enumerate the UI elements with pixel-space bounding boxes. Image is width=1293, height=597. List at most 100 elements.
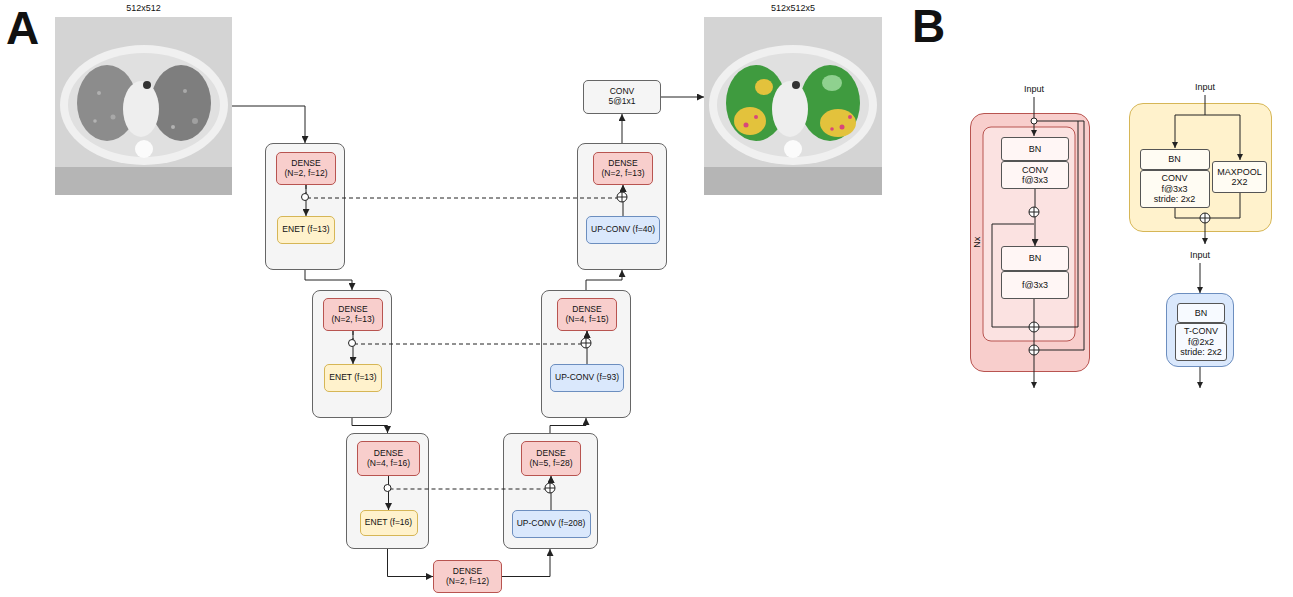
input-label: Input bbox=[1175, 82, 1235, 92]
connector bbox=[586, 270, 622, 290]
layer-text: CONV bbox=[1022, 165, 1048, 175]
layer-text: BN bbox=[1168, 154, 1181, 164]
block-text: DENSE bbox=[536, 449, 565, 459]
ct-speck bbox=[183, 89, 187, 93]
segment-patch bbox=[734, 107, 766, 135]
layer-text: T-CONV bbox=[1184, 326, 1218, 336]
ct-muscle bbox=[68, 53, 220, 157]
input-wire bbox=[1200, 263, 1201, 293]
ct-speck bbox=[111, 115, 116, 120]
block-text: CONV bbox=[610, 87, 635, 97]
skip-connection bbox=[353, 331, 587, 344]
block-text: ENET (f=16) bbox=[365, 518, 412, 528]
input-wire bbox=[1175, 115, 1176, 148]
segment-dot bbox=[830, 127, 834, 131]
repeat-label: Nx bbox=[972, 237, 982, 248]
block-text: DENSE bbox=[453, 567, 482, 577]
layer-box: MAXPOOL2X2 bbox=[1212, 161, 1267, 193]
segment-patch bbox=[755, 79, 773, 95]
ct-table bbox=[55, 167, 232, 195]
block-text: (N=5, f=28) bbox=[530, 459, 573, 469]
connector bbox=[622, 114, 623, 143]
block-text: (N=4, f=15) bbox=[566, 315, 609, 325]
ct-heart bbox=[123, 81, 159, 137]
connector bbox=[388, 549, 434, 577]
layer-text: stride: 2x2 bbox=[1154, 194, 1196, 204]
skip-connection bbox=[389, 476, 552, 489]
ct-speck bbox=[192, 118, 198, 124]
segmented-lung bbox=[800, 65, 860, 141]
ct-spine bbox=[784, 140, 802, 158]
branch-dot bbox=[349, 340, 356, 347]
ct-body bbox=[709, 45, 877, 165]
enet-block: ENET (f=13) bbox=[324, 364, 382, 392]
sum-symbol bbox=[545, 483, 555, 493]
dense-block: DENSE(N=4, f=15) bbox=[557, 298, 617, 331]
block-text: (N=2, f=12) bbox=[446, 577, 489, 587]
block-text: DENSE bbox=[338, 305, 367, 315]
connector bbox=[305, 270, 352, 290]
input-wire bbox=[1240, 115, 1241, 160]
sum-symbol bbox=[617, 192, 627, 202]
segment-dot bbox=[840, 125, 845, 130]
dense-block: DENSE(N=2, f=12) bbox=[276, 152, 336, 185]
layer-text: CONV bbox=[1161, 173, 1187, 183]
block-text: (N=2, f=13) bbox=[602, 169, 645, 179]
block-text: DENSE bbox=[291, 159, 320, 169]
layer-text: 2X2 bbox=[1231, 177, 1247, 187]
ct-output-image bbox=[704, 17, 882, 195]
ct-speck bbox=[171, 125, 175, 129]
segment-dot bbox=[754, 115, 758, 119]
segment-patch bbox=[822, 75, 842, 91]
dense-wire bbox=[1034, 298, 1035, 322]
dense-block: DENSE(N=2, f=12) bbox=[433, 560, 502, 593]
block-text: (N=2, f=12) bbox=[285, 169, 328, 179]
connector bbox=[352, 418, 388, 433]
block-text: (N=2, f=13) bbox=[332, 315, 375, 325]
layer-box: BN bbox=[1001, 246, 1069, 271]
dense-wire bbox=[1034, 332, 1035, 345]
sum-symbol bbox=[1029, 207, 1039, 217]
dense-block: DENSE(N=2, f=13) bbox=[593, 152, 653, 185]
stage-block: UP-CONV (f=93)DENSE(N=4, f=15) bbox=[541, 290, 631, 418]
stage-block: UP-CONV (f=40)DENSE(N=2, f=13) bbox=[577, 143, 667, 270]
output-wire bbox=[1205, 223, 1206, 244]
layer-box: BN bbox=[1001, 137, 1069, 161]
ct-speck bbox=[97, 91, 101, 95]
skip-connection bbox=[306, 185, 623, 198]
connector bbox=[661, 97, 704, 98]
ct-trachea bbox=[143, 81, 151, 89]
block-text: 5@1x1 bbox=[608, 97, 635, 107]
enet-block: ENET (f=16) bbox=[360, 510, 418, 536]
image-panel: 512x512 bbox=[55, 3, 232, 195]
upconv-detail: BNT-CONVf@2x2stride: 2x2 bbox=[1166, 293, 1234, 367]
block-text: DENSE bbox=[572, 305, 601, 315]
stage-block: DENSE(N=2, f=12)ENET (f=13) bbox=[265, 143, 345, 270]
layer-box: BN bbox=[1140, 149, 1210, 170]
ct-input-image bbox=[55, 17, 232, 195]
connector bbox=[232, 106, 305, 143]
layer-text: BN bbox=[1029, 253, 1042, 263]
layer-text: BN bbox=[1029, 144, 1042, 154]
block-text: (N=4, f=16) bbox=[367, 459, 410, 469]
image-panel: 512x512x5 bbox=[704, 3, 882, 195]
inner-block-outline bbox=[983, 127, 1075, 341]
ct-speck bbox=[93, 119, 97, 123]
layer-box: BN bbox=[1177, 303, 1225, 323]
block-text: DENSE bbox=[374, 449, 403, 459]
ct-muscle bbox=[717, 53, 869, 157]
dense-block: DENSE(N=2, f=13) bbox=[323, 298, 383, 331]
output-wire bbox=[1200, 367, 1201, 388]
branch-dot bbox=[302, 194, 309, 201]
ct-lung bbox=[151, 65, 211, 141]
ct-trachea bbox=[792, 81, 800, 89]
dense-wire bbox=[992, 224, 1034, 327]
stage-block: DENSE(N=2, f=13) ENET (f=13) bbox=[312, 290, 392, 418]
layer-text: f@3x3 bbox=[1161, 184, 1187, 194]
upconv-block: UP-CONV (f=208) bbox=[512, 510, 591, 538]
layer-text: f@2x2 bbox=[1188, 337, 1214, 347]
ct-heart bbox=[772, 81, 808, 137]
sum-symbol bbox=[1029, 322, 1039, 332]
block-text: ENET (f=13) bbox=[329, 373, 376, 383]
sum-symbol bbox=[1029, 345, 1039, 355]
